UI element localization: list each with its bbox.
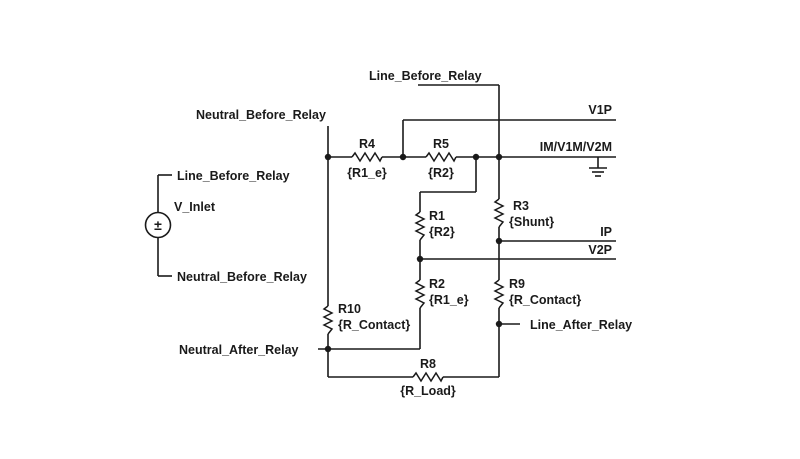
resistor-r2-value: {R1_e} <box>429 293 469 307</box>
voltage-source-icon <box>144 174 172 277</box>
resistor-r10-value: {R_Contact} <box>338 318 410 332</box>
resistor-r5-value: {R2} <box>428 166 454 180</box>
junction-nodes <box>324 153 503 353</box>
resistor-r10-name: R10 <box>338 302 361 316</box>
resistor-r4-name: R4 <box>359 137 375 151</box>
source-name-label: V_Inlet <box>174 200 216 214</box>
resistor-r9-symbol <box>493 279 505 309</box>
resistor-r4-symbol <box>351 151 383 163</box>
net-label-im-v1m-v2m: IM/V1M/V2M <box>540 140 612 154</box>
ground-icon <box>589 167 607 177</box>
resistor-r5-symbol <box>425 151 457 163</box>
net-label-line-before-relay: Line_Before_Relay <box>369 69 482 83</box>
net-label-v2p: V2P <box>588 243 612 257</box>
resistor-r10-symbol <box>322 305 334 335</box>
net-label-line-after-relay: Line_After_Relay <box>530 318 632 332</box>
resistor-r2-name: R2 <box>429 277 445 291</box>
resistor-r3-name: R3 <box>513 199 529 213</box>
resistor-r1-value: {R2} <box>429 225 455 239</box>
resistor-r4-value: {R1_e} <box>347 166 387 180</box>
resistor-r8-name: R8 <box>420 357 436 371</box>
wiring <box>318 84 616 378</box>
resistor-r1-symbol <box>414 211 426 241</box>
resistor-r8-symbol <box>412 371 444 383</box>
resistor-r8-value: {R_Load} <box>400 384 456 398</box>
resistor-r3-value: {Shunt} <box>509 215 554 229</box>
source-top-net-label: Line_Before_Relay <box>177 169 290 183</box>
resistor-r2-symbol <box>414 279 426 309</box>
resistor-r1-name: R1 <box>429 209 445 223</box>
net-label-neutral-after-relay: Neutral_After_Relay <box>179 343 299 357</box>
net-label-neutral-before-relay: Neutral_Before_Relay <box>196 108 326 122</box>
resistor-r5-name: R5 <box>433 137 449 151</box>
net-label-v1p: V1P <box>588 103 612 117</box>
source-polarity-symbol: ± <box>154 217 162 233</box>
source-bottom-net-label: Neutral_Before_Relay <box>177 270 307 284</box>
resistor-r9-name: R9 <box>509 277 525 291</box>
net-label-ip: IP <box>600 225 612 239</box>
resistor-r3-symbol <box>493 198 505 228</box>
resistor-r9-value: {R_Contact} <box>509 293 581 307</box>
